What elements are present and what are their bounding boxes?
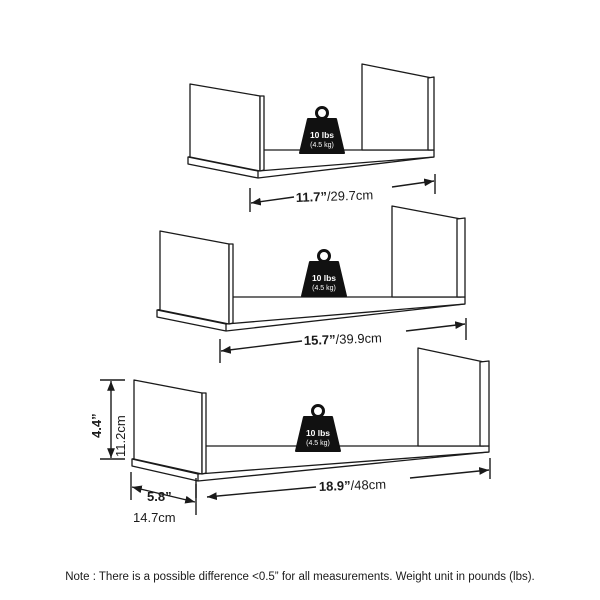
width-in-small: 11.7” — [296, 189, 328, 205]
svg-text:18.9”/48cm: 18.9”/48cm — [319, 477, 387, 494]
depth-in: 5.8” — [147, 489, 172, 504]
shelf-medium: 10 lbs (4.5 kg) 15.7”/39.9cm — [156, 205, 467, 363]
weight-sublabel: (4.5 kg) — [306, 440, 330, 447]
width-dimension-large: 18.9”/48cm — [195, 458, 491, 501]
depth-dimension: 5.8” 14.7cm — [130, 472, 197, 525]
svg-text:15.7”/39.9cm: 15.7”/39.9cm — [304, 330, 383, 348]
weight-label: 10 lbs — [306, 428, 330, 438]
height-in: 4.4” — [89, 413, 104, 438]
width-cm-medium: /39.9cm — [335, 330, 382, 347]
weight-icon: 10 lbs (4.5 kg) — [299, 106, 345, 154]
width-in-large: 18.9” — [319, 478, 351, 494]
width-cm-large: /48cm — [350, 477, 386, 493]
shelf-small: 10 lbs (4.5 kg) 11.7”/29.7cm — [187, 63, 436, 212]
weight-sublabel: (4.5 kg) — [312, 285, 336, 292]
svg-text:11.7”/29.7cm: 11.7”/29.7cm — [296, 187, 374, 205]
shelf-large: 10 lbs (4.5 kg) 4.4” 11.2cm 5.8” 14.7cm — [89, 347, 491, 525]
depth-cm: 14.7cm — [133, 510, 176, 525]
height-cm: 11.2cm — [113, 415, 128, 457]
width-cm-small: /29.7cm — [327, 187, 374, 204]
width-in-medium: 15.7” — [304, 332, 336, 348]
weight-label: 10 lbs — [310, 130, 334, 140]
width-dimension-small: 11.7”/29.7cm — [249, 174, 436, 212]
weight-icon: 10 lbs (4.5 kg) — [295, 404, 341, 452]
width-dimension-medium: 15.7”/39.9cm — [219, 318, 467, 363]
weight-label: 10 lbs — [312, 273, 336, 283]
measurement-note: Note : There is a possible difference <0… — [65, 571, 535, 583]
weight-icon: 10 lbs (4.5 kg) — [301, 249, 347, 297]
weight-sublabel: (4.5 kg) — [310, 142, 334, 149]
height-dimension: 4.4” 11.2cm — [89, 379, 128, 460]
